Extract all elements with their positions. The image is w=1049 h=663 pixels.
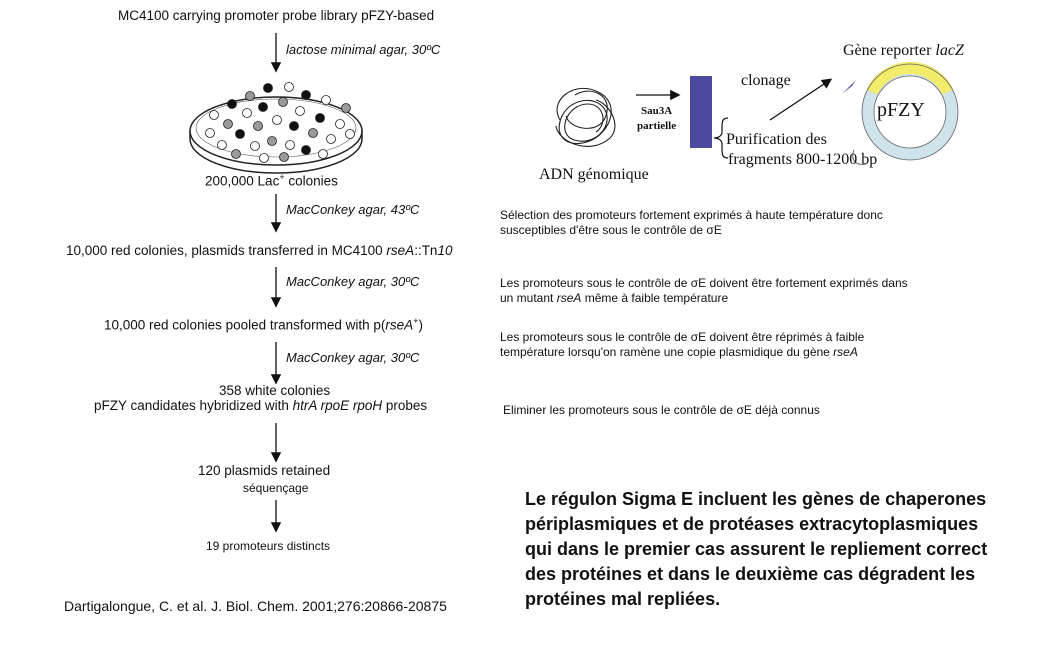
colony — [301, 90, 311, 100]
colony — [259, 153, 269, 163]
colony — [345, 129, 355, 139]
note-3: Les promoteurs sous le contrôle de σE do… — [500, 330, 865, 359]
note-1: Sélection des promoteurs fortement expri… — [500, 208, 883, 237]
flow-step-6: 19 promoteurs distincts — [206, 539, 331, 553]
flow-step-5b: séquençage — [243, 481, 309, 495]
flow-step-2: 10,000 red colonies, plasmids transferre… — [66, 243, 453, 258]
clonage-arrow — [769, 78, 833, 121]
clonage-label: clonage — [741, 72, 791, 89]
colony — [263, 83, 273, 93]
condition-3: MacConkey agar, 30ºC — [286, 274, 420, 289]
colony — [285, 140, 295, 150]
colony — [245, 91, 255, 101]
flow-step-3: 10,000 red colonies pooled transformed w… — [104, 316, 423, 333]
colony — [258, 102, 268, 112]
citation: Dartigalongue, C. et al. J. Biol. Chem. … — [64, 598, 447, 614]
colony — [318, 149, 328, 159]
colony — [321, 95, 331, 105]
colony — [315, 113, 325, 123]
flow-step-5a: 120 plasmids retained — [198, 463, 331, 478]
insert-marker — [842, 80, 856, 94]
genomic-dna-label: ADN génomique — [539, 166, 649, 183]
condition-4: MacConkey agar, 30ºC — [286, 350, 420, 365]
flow-step-4a: 358 white colonies — [219, 383, 331, 395]
fragment-bar — [690, 76, 712, 148]
colony — [205, 128, 215, 138]
colony — [253, 121, 263, 131]
plasmid-label: pFZY — [877, 99, 925, 121]
colony — [278, 97, 288, 107]
condition-2: MacConkey agar, 43ºC — [286, 202, 420, 217]
colony — [326, 134, 336, 144]
colony — [231, 149, 241, 159]
colony — [235, 129, 245, 139]
colonies — [205, 82, 355, 163]
colony — [295, 106, 305, 116]
colony — [217, 140, 227, 150]
purification-brace — [713, 117, 729, 159]
colony — [209, 110, 219, 120]
flow-start: MC4100 carrying promoter probe library p… — [118, 8, 435, 23]
colony — [227, 99, 237, 109]
note-4: Eliminer les promoteurs sous le contrôle… — [503, 403, 820, 417]
colony — [272, 115, 282, 125]
colony — [341, 103, 351, 113]
colony — [289, 121, 299, 131]
reporter-label: Gène reporter lacZ — [843, 42, 964, 59]
colony — [279, 152, 289, 162]
purification-label: Purification des fragments 800-1200 bp — [726, 131, 878, 168]
note-2: Les promoteurs sous le contrôle de σE do… — [500, 276, 908, 305]
colony — [301, 145, 311, 155]
colony — [223, 119, 233, 129]
colony — [250, 141, 260, 151]
colony — [242, 108, 252, 118]
condition-1: lactose minimal agar, 30ºC — [286, 42, 441, 57]
colony — [284, 82, 294, 92]
colony — [308, 128, 318, 138]
flow-step-1: 200,000 Lac+ colonies — [205, 172, 338, 189]
flow-step-4b: pFZY candidates hybridized with htrA rpo… — [94, 398, 428, 413]
colony — [335, 119, 345, 129]
colony — [267, 136, 277, 146]
plasmid-icon — [842, 61, 959, 165]
genomic-dna-icon — [555, 87, 616, 147]
conclusion-text: Le régulon Sigma E incluent les gènes de… — [525, 489, 988, 609]
petri-dish-icon — [189, 96, 363, 174]
